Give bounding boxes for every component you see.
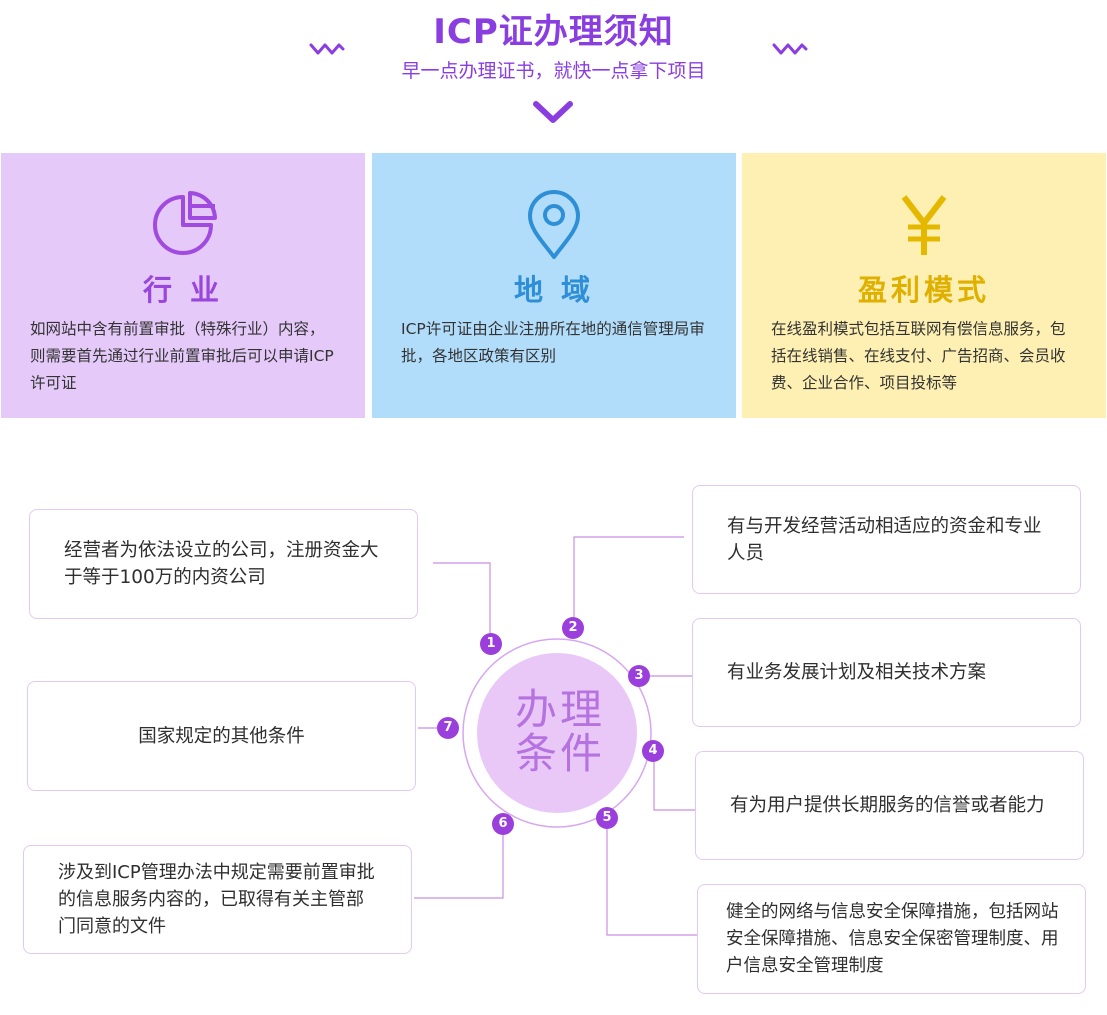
card-title: 盈利模式 xyxy=(857,273,990,307)
location-pin-icon xyxy=(372,189,736,261)
condition-text: 有与开发经营活动相适应的资金和专业人员 xyxy=(727,515,1042,564)
center-label-line1: 办理 xyxy=(514,685,605,734)
page-title: ICP证办理须知 xyxy=(433,12,674,52)
condition-text: 国家规定的其他条件 xyxy=(138,725,305,747)
condition-text: 健全的网络与信息安全保障措施，包括网站安全保障措施、信息安全保密管理制度、用户信… xyxy=(726,901,1059,976)
card-industry: 行 业 如网站中含有前置审批（特殊行业）内容，则需要首先通过行业前置审批后可以申… xyxy=(1,153,365,418)
node-7: 7 xyxy=(437,717,459,739)
card-title: 地 域 xyxy=(513,273,595,307)
center-label: 办理 条件 xyxy=(480,688,640,776)
condition-box-4: 有为用户提供长期服务的信誉或者能力 xyxy=(695,751,1084,860)
wave-left-icon xyxy=(309,42,345,56)
wave-right-icon xyxy=(772,42,808,56)
node-2: 2 xyxy=(562,617,584,639)
condition-box-1: 经营者为依法设立的公司，注册资金大于等于100万的内资公司 xyxy=(29,509,418,619)
node-1: 1 xyxy=(480,633,502,655)
condition-text: 有为用户提供长期服务的信誉或者能力 xyxy=(730,795,1045,816)
yen-icon xyxy=(742,189,1106,261)
node-4: 4 xyxy=(642,740,664,762)
card-title: 行 业 xyxy=(142,273,224,307)
page-subtitle: 早一点办理证书，就快一点拿下项目 xyxy=(401,60,706,82)
card-profit-model: 盈利模式 在线盈利模式包括互联网有偿信息服务，包括在线销售、在线支付、广告招商、… xyxy=(742,153,1106,418)
node-5: 5 xyxy=(596,807,618,829)
chevron-down-icon xyxy=(532,98,574,126)
condition-box-2: 有与开发经营活动相适应的资金和专业人员 xyxy=(692,485,1081,594)
node-6: 6 xyxy=(492,813,514,835)
pie-chart-icon xyxy=(1,189,365,261)
condition-text: 经营者为依法设立的公司，注册资金大于等于100万的内资公司 xyxy=(64,540,379,588)
condition-box-3: 有业务发展计划及相关技术方案 xyxy=(692,618,1081,727)
card-region: 地 域 ICP许可证由企业注册所在地的通信管理局审批，各地区政策有区别 xyxy=(372,153,736,418)
condition-box-7: 国家规定的其他条件 xyxy=(27,681,416,791)
card-description: ICP许可证由企业注册所在地的通信管理局审批，各地区政策有区别 xyxy=(401,320,705,365)
node-3: 3 xyxy=(628,665,650,687)
condition-box-5: 健全的网络与信息安全保障措施，包括网站安全保障措施、信息安全保密管理制度、用户信… xyxy=(697,884,1086,994)
card-description: 在线盈利模式包括互联网有偿信息服务，包括在线销售、在线支付、广告招商、会员收费、… xyxy=(771,320,1066,392)
center-label-line2: 条件 xyxy=(514,729,605,778)
condition-text: 涉及到ICP管理办法中规定需要前置审批的信息服务内容的，已取得有关主管部门同意的… xyxy=(58,862,375,937)
condition-box-6: 涉及到ICP管理办法中规定需要前置审批的信息服务内容的，已取得有关主管部门同意的… xyxy=(23,845,412,954)
card-description: 如网站中含有前置审批（特殊行业）内容，则需要首先通过行业前置审批后可以申请ICP… xyxy=(30,320,334,392)
condition-text: 有业务发展计划及相关技术方案 xyxy=(727,662,987,683)
